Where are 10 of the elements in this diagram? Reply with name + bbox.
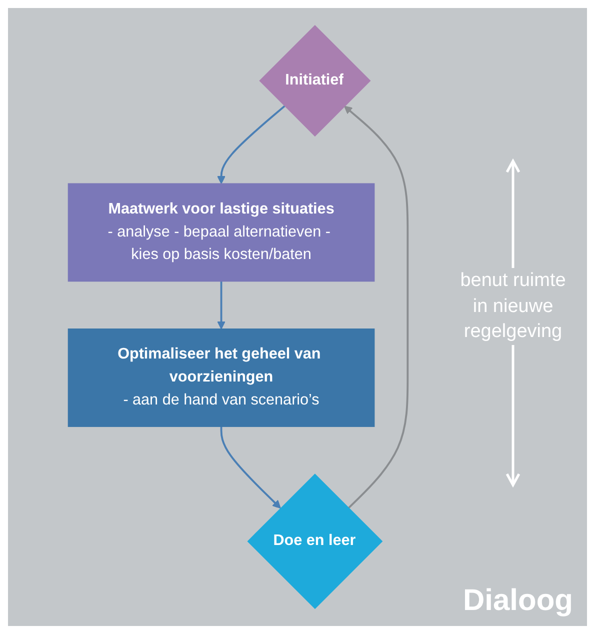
dialogue-label: Dialoog	[463, 584, 573, 618]
arrow	[217, 281, 226, 330]
node-box	[68, 183, 375, 282]
node-diamond	[247, 474, 383, 610]
arrow	[344, 106, 409, 509]
panel-background: Initiatief Maatwerk voor lastige situaties - analyse - bepaal alternatieven - kies op basis kosten/baten Optimaliseer het geheel van voorzieningen - aan de hand van scenario’s Doe en leer benut ruimte in nieuwe regelgeving Dialoog	[8, 8, 587, 626]
arrow	[220, 426, 281, 509]
node-box	[68, 328, 375, 427]
arrow	[217, 105, 286, 184]
node-diamond	[259, 24, 371, 137]
